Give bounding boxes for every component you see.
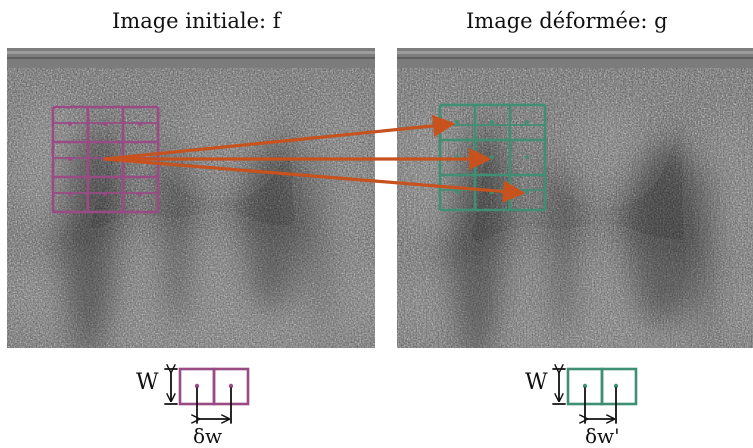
right-window-label: W bbox=[525, 370, 548, 395]
left-step-label: δw bbox=[193, 424, 223, 448]
right-image-title: Image déformée: g bbox=[466, 9, 668, 33]
initial-image bbox=[7, 48, 375, 348]
left-image-title: Image initiale: f bbox=[112, 9, 281, 33]
left-window-label: W bbox=[136, 370, 159, 395]
deformed-image bbox=[397, 48, 753, 348]
right-step-label: δw' bbox=[585, 424, 620, 448]
right-window-legend bbox=[552, 369, 638, 424]
left-window-legend bbox=[164, 369, 250, 424]
